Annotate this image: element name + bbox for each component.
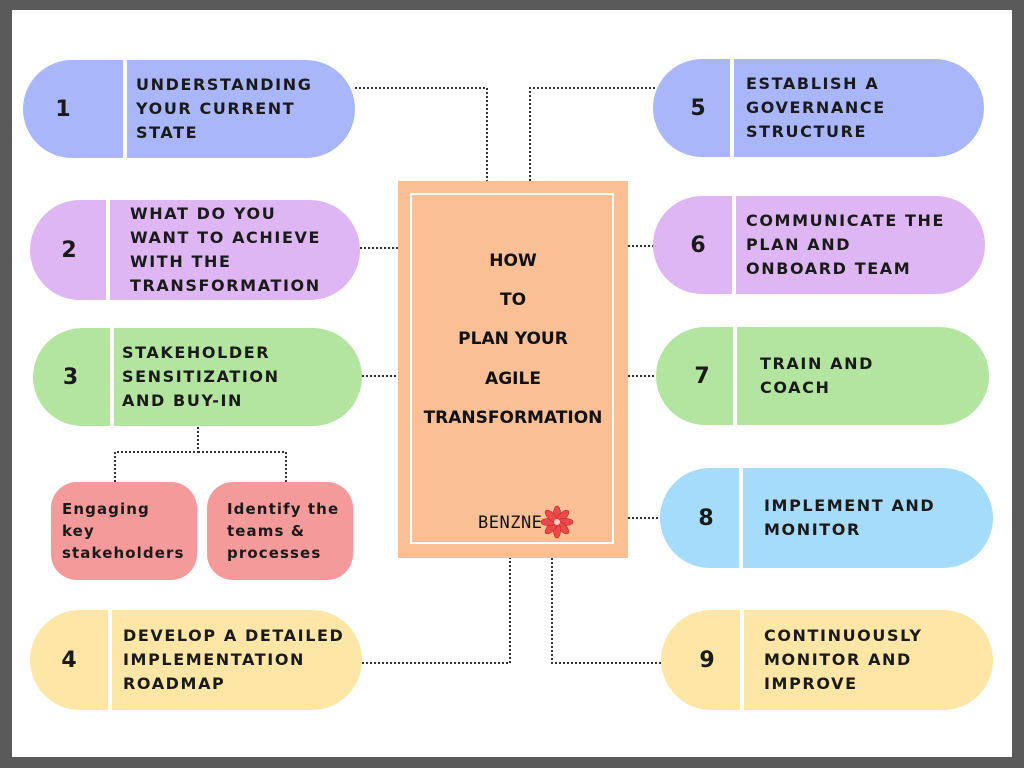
divider xyxy=(732,196,736,294)
step-text: CONTINUOUSLY MONITOR AND IMPROVE xyxy=(764,626,923,693)
center-title-frame xyxy=(410,193,614,544)
divider xyxy=(740,610,744,710)
brand-logo-text: BENZNE xyxy=(478,513,543,533)
step-text: DEVELOP A DETAILED IMPLEMENTATION ROADMA… xyxy=(123,626,345,693)
title-line-5: TRANSFORMATION xyxy=(423,408,603,428)
step-2-card: 2 WHAT DO YOU WANT TO ACHIEVE WITH THE T… xyxy=(30,200,360,300)
title-line-2: TO xyxy=(499,290,527,310)
step-6-card: 6 COMMUNICATE THE PLAN AND ONBOARD TEAM xyxy=(653,196,985,294)
step-number: 2 xyxy=(61,237,77,263)
divider xyxy=(123,60,127,158)
divider xyxy=(106,200,110,300)
divider xyxy=(110,328,114,426)
title-line-4: AGILE xyxy=(485,369,541,389)
step-number: 9 xyxy=(699,647,715,673)
step-text: IMPLEMENT AND MONITOR xyxy=(764,496,936,539)
divider xyxy=(733,327,737,425)
divider xyxy=(730,59,734,157)
step-text: WHAT DO YOU WANT TO ACHIEVE WITH THE TRA… xyxy=(130,204,321,295)
step-5-card: 5 ESTABLISH A GOVERNANCE STRUCTURE xyxy=(653,59,984,157)
step-number: 8 xyxy=(698,505,714,531)
step-text: COMMUNICATE THE PLAN AND ONBOARD TEAM xyxy=(746,211,946,278)
step-text: TRAIN AND COACH xyxy=(760,354,874,397)
step-text: ESTABLISH A GOVERNANCE STRUCTURE xyxy=(746,74,886,141)
step-text: STAKEHOLDER SENSITIZATION AND BUY-IN xyxy=(122,343,280,410)
substep-engaging-stakeholders: Engaging key stakeholders xyxy=(51,482,197,580)
step-4-card: 4 DEVELOP A DETAILED IMPLEMENTATION ROAD… xyxy=(30,610,362,710)
step-7-card: 7 TRAIN AND COACH xyxy=(656,327,989,425)
substep-identify-teams: Identify the teams & processes xyxy=(207,482,353,580)
step-number: 1 xyxy=(55,96,71,122)
title-line-3: PLAN YOUR xyxy=(458,329,568,349)
step-number: 3 xyxy=(62,364,79,390)
title-line-1: HOW xyxy=(489,251,537,271)
step-number: 6 xyxy=(690,232,706,258)
step-8-card: 8 IMPLEMENT AND MONITOR xyxy=(660,468,993,568)
step-9-card: 9 CONTINUOUSLY MONITOR AND IMPROVE xyxy=(661,610,993,710)
step-1-card: 1 UNDERSTANDING YOUR CURRENT STATE xyxy=(23,60,355,158)
lotus-flower-icon xyxy=(540,505,574,539)
center-title-box: HOW TO PLAN YOUR AGILE TRANSFORMATION BE… xyxy=(398,181,628,558)
step-number: 7 xyxy=(694,363,710,389)
divider xyxy=(739,468,743,568)
divider xyxy=(108,610,112,710)
step-3-card: 3 STAKEHOLDER SENSITIZATION AND BUY-IN xyxy=(33,328,362,426)
step-number: 5 xyxy=(690,95,706,121)
step-text: UNDERSTANDING YOUR CURRENT STATE xyxy=(136,75,313,142)
step-number: 4 xyxy=(61,647,77,673)
